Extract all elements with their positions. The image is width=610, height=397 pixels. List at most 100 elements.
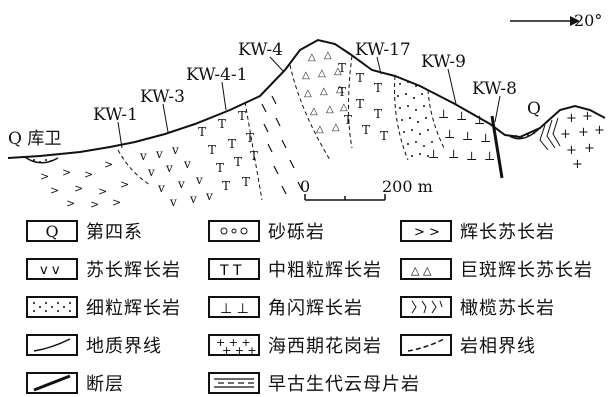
scale-label: 200 m	[382, 177, 433, 196]
inverted-t-pattern: ⊥⊥⊥ ⊥⊥⊥ ⊥⊥⊥ ⊥	[428, 107, 495, 163]
svg-text:T: T	[246, 131, 254, 145]
inverted-t-swatch: ⊥ ⊥	[208, 296, 260, 318]
svg-text:△: △	[310, 106, 318, 117]
lithology-boundary-2	[244, 101, 263, 201]
svg-text:⊥: ⊥	[456, 109, 467, 123]
svg-text:>: >	[112, 196, 121, 209]
svg-text:+: +	[560, 127, 571, 142]
svg-text:△: △	[336, 84, 344, 95]
svg-text:△: △	[340, 102, 348, 113]
svg-text:T: T	[380, 129, 388, 143]
direction-label: 20°	[574, 11, 602, 30]
legend-label-fault: 断层	[86, 374, 124, 395]
svg-text:△: △	[302, 70, 310, 81]
svg-text:v: v	[171, 143, 179, 157]
direction-arrow	[510, 16, 580, 26]
svg-text:>: >	[50, 184, 59, 197]
svg-text:△: △	[320, 86, 328, 97]
olivine-swatch	[400, 296, 452, 318]
svg-text:T: T	[238, 109, 246, 123]
fault-swatch	[26, 372, 78, 394]
svg-text:T: T	[374, 81, 382, 95]
quaternary-left-dots	[33, 159, 52, 163]
legend-item-fine-gabbro: 细粒辉长岩	[26, 294, 181, 320]
triangle-pattern: △△ △△△ △△△ △△△ △△	[302, 50, 348, 135]
legend-item-norite-gabbro: v v 苏长辉长岩	[26, 256, 181, 282]
svg-text:>: >	[40, 170, 49, 183]
svg-text:+ + +: + + +	[222, 344, 257, 354]
conglomerate-swatch	[208, 220, 260, 242]
svg-text:△ △: △ △	[411, 264, 432, 277]
legend-label-fine-gabbro: 细粒辉长岩	[86, 298, 181, 319]
svg-text:>: >	[90, 198, 99, 211]
svg-text:△: △	[324, 50, 332, 61]
svg-text:⊥ ⊥: ⊥ ⊥	[220, 301, 249, 316]
ground-surface-line	[7, 38, 606, 159]
lithology-boundary-1	[117, 149, 151, 186]
svg-text:v: v	[189, 192, 197, 206]
legend-label-hercynian-granite: 海西期花岗岩	[268, 336, 382, 357]
svg-text:⊥: ⊥	[480, 131, 491, 145]
svg-text:+: +	[572, 157, 583, 172]
label-kw1: KW-1	[93, 105, 138, 125]
svg-text:△: △	[316, 124, 324, 135]
legend-label-quaternary: 第四系	[86, 222, 143, 243]
dot-pattern	[397, 81, 433, 157]
svg-text:△: △	[304, 88, 312, 99]
quaternary-right-dots	[515, 132, 535, 139]
plus-pattern: ++ +++ ++ +	[560, 109, 605, 172]
legend-label-norite-gabbro: 苏长辉长岩	[86, 260, 181, 281]
legend-label-medium-coarse-gabbro: 中粗粒辉长岩	[268, 260, 382, 281]
olivine-pattern	[539, 117, 561, 151]
svg-text:⊥: ⊥	[444, 127, 455, 141]
svg-text:⊥: ⊥	[428, 147, 439, 161]
svg-text:v: v	[183, 157, 191, 171]
svg-text:+: +	[578, 125, 589, 140]
svg-text:>: >	[120, 178, 129, 191]
svg-text:T: T	[228, 137, 236, 151]
legend-label-gabbro-norite: 辉长苏长岩	[460, 222, 555, 243]
legend-label-olivine-norite: 橄榄苏长岩	[460, 298, 555, 319]
svg-text:T: T	[362, 123, 370, 137]
legend-item-fault: 断层	[26, 370, 124, 396]
dash-pattern	[261, 95, 303, 195]
svg-text:v: v	[139, 149, 147, 163]
svg-text:T: T	[374, 107, 382, 121]
label-q-right: Q	[527, 99, 541, 119]
svg-text:△: △	[318, 68, 326, 79]
legend-label-porphyritic-gabbro-norite: 巨斑辉长苏长岩	[460, 260, 593, 281]
svg-text:△: △	[332, 122, 340, 133]
svg-text:T: T	[338, 85, 346, 99]
svg-text:⊥: ⊥	[448, 147, 459, 161]
svg-text:v: v	[147, 165, 155, 179]
legend-label-facies-boundary: 岩相界线	[460, 336, 536, 357]
svg-text:T T: T T	[219, 263, 242, 278]
quaternary-deposit-left	[24, 156, 59, 164]
legend-label-geologic-boundary: 地质界线	[86, 336, 162, 357]
svg-text:>: >	[74, 182, 83, 195]
svg-text:T: T	[198, 125, 206, 139]
svg-text:⊥: ⊥	[438, 107, 449, 121]
label-kw4: KW-4	[238, 40, 283, 60]
dashed-line-swatch	[400, 334, 452, 356]
quaternary-swatch: Q	[26, 220, 78, 242]
label-kw17: KW-17	[355, 40, 411, 60]
legend-item-hornblende-gabbro: ⊥ ⊥ 角闪辉长岩	[208, 294, 363, 320]
svg-text:+: +	[566, 111, 577, 126]
legend-label-mica-schist: 早古生代云母片岩	[268, 374, 420, 395]
legend-item-olivine-norite: 橄榄苏长岩	[400, 294, 555, 320]
svg-text:>: >	[62, 166, 71, 179]
svg-text:⊥: ⊥	[484, 149, 495, 163]
lithology-boundary-3	[289, 64, 331, 161]
scale-zero: 0	[300, 177, 310, 196]
svg-text:⊥: ⊥	[474, 113, 485, 127]
legend-item-conglomerate: 砂砾岩	[208, 218, 325, 244]
svg-text:△: △	[334, 66, 342, 77]
legend-item-geologic-boundary: 地质界线	[26, 332, 162, 358]
svg-text:>: >	[104, 158, 113, 171]
legend-item-porphyritic-gabbro-norite: △ △ 巨斑辉长苏长岩	[400, 256, 593, 282]
label-q-left: Q 库卫	[8, 129, 61, 149]
label-kw4-1: KW-4-1	[186, 65, 247, 85]
